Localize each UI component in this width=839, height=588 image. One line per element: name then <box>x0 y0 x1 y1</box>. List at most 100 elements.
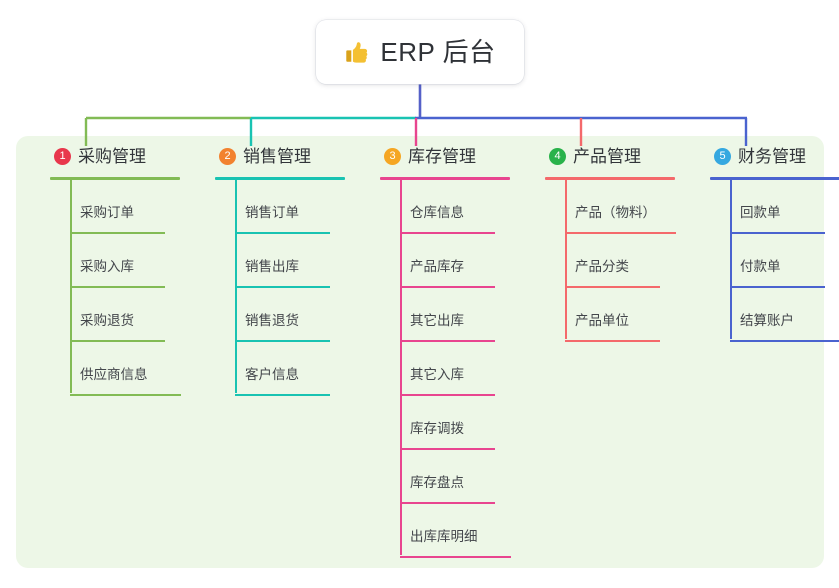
column-title: 采购管理 <box>78 147 146 166</box>
column-badge: 2 <box>219 148 236 165</box>
column-inventory: 3 库存管理 仓库信息 产品库存 其它出库 其它入库 <box>364 136 529 558</box>
list-item-label: 采购订单 <box>80 205 134 220</box>
list-item[interactable]: 供应商信息 <box>34 342 199 396</box>
column-sales: 2 销售管理 销售订单 销售出库 销售退货 客户信息 <box>199 136 364 396</box>
list-item-rule <box>235 232 330 234</box>
list-item-rule <box>400 556 511 558</box>
list-item[interactable]: 客户信息 <box>199 342 364 396</box>
list-item-rule <box>565 286 660 288</box>
list-item-label: 仓库信息 <box>410 205 464 220</box>
list-item-rule <box>400 502 495 504</box>
list-item-rule <box>400 286 495 288</box>
list-item-label: 库存盘点 <box>410 475 464 490</box>
list-item[interactable]: 产品分类 <box>529 234 694 288</box>
list-item[interactable]: 产品库存 <box>364 234 529 288</box>
column-badge: 5 <box>714 148 731 165</box>
column-title: 产品管理 <box>573 147 641 166</box>
list-item-rule <box>70 286 165 288</box>
list-item-label: 产品单位 <box>575 313 629 328</box>
list-item[interactable]: 库存盘点 <box>364 450 529 504</box>
column-badge: 3 <box>384 148 401 165</box>
list-item-rule <box>730 286 825 288</box>
list-item-rule <box>565 340 660 342</box>
list-item[interactable]: 销售订单 <box>199 180 364 234</box>
list-item-rule <box>400 448 495 450</box>
list-item-rule <box>400 394 495 396</box>
column-finance: 5 财务管理 回款单 付款单 结算账户 <box>694 136 839 342</box>
column-spine <box>730 177 732 339</box>
content-panel <box>16 136 824 568</box>
root-title-inner: ERP 后台 <box>344 39 495 65</box>
list-item-label: 销售订单 <box>245 205 299 220</box>
root-title-text: ERP 后台 <box>380 37 496 67</box>
column-header[interactable]: 3 库存管理 <box>364 136 529 177</box>
list-item-label: 销售退货 <box>245 313 299 328</box>
column-spine <box>400 177 402 555</box>
list-item-label: 出库库明细 <box>410 529 478 544</box>
list-item[interactable]: 其它出库 <box>364 288 529 342</box>
column-header[interactable]: 1 采购管理 <box>34 136 199 177</box>
list-item[interactable]: 销售退货 <box>199 288 364 342</box>
list-item-rule <box>400 340 495 342</box>
list-item-label: 付款单 <box>740 259 781 274</box>
list-item[interactable]: 采购入库 <box>34 234 199 288</box>
list-item[interactable]: 采购订单 <box>34 180 199 234</box>
column-title: 财务管理 <box>738 147 806 166</box>
column-header[interactable]: 2 销售管理 <box>199 136 364 177</box>
column-badge: 4 <box>549 148 566 165</box>
column-items: 采购订单 采购入库 采购退货 供应商信息 <box>34 177 199 396</box>
list-item[interactable]: 回款单 <box>694 180 839 234</box>
list-item-label: 结算账户 <box>740 313 794 328</box>
list-item[interactable]: 销售出库 <box>199 234 364 288</box>
column-spine <box>565 177 567 339</box>
thumbs-up-icon <box>346 42 368 63</box>
list-item-label: 采购退货 <box>80 313 134 328</box>
list-item-rule <box>400 232 495 234</box>
columns-container: 1 采购管理 采购订单 采购入库 采购退货 供应商信 <box>16 136 839 568</box>
list-item[interactable]: 付款单 <box>694 234 839 288</box>
column-title: 销售管理 <box>243 147 311 166</box>
list-item[interactable]: 产品单位 <box>529 288 694 342</box>
column-purchasing: 1 采购管理 采购订单 采购入库 采购退货 供应商信 <box>34 136 199 396</box>
list-item-label: 其它入库 <box>410 367 464 382</box>
list-item-label: 供应商信息 <box>80 367 148 382</box>
list-item[interactable]: 其它入库 <box>364 342 529 396</box>
list-item[interactable]: 产品（物料） <box>529 180 694 234</box>
column-spine <box>235 177 237 393</box>
list-item-rule <box>70 394 181 396</box>
column-items: 销售订单 销售出库 销售退货 客户信息 <box>199 177 364 396</box>
list-item-label: 产品（物料） <box>575 205 656 220</box>
list-item[interactable]: 采购退货 <box>34 288 199 342</box>
column-items: 回款单 付款单 结算账户 <box>694 177 839 342</box>
list-item-label: 采购入库 <box>80 259 134 274</box>
list-item-rule <box>235 394 330 396</box>
list-item-rule <box>730 232 825 234</box>
list-item-rule <box>235 286 330 288</box>
list-item-rule <box>70 340 165 342</box>
column-rule <box>545 177 675 180</box>
column-items: 产品（物料） 产品分类 产品单位 <box>529 177 694 342</box>
list-item-label: 其它出库 <box>410 313 464 328</box>
column-rule <box>50 177 180 180</box>
list-item-label: 销售出库 <box>245 259 299 274</box>
column-header[interactable]: 5 财务管理 <box>694 136 839 177</box>
list-item-rule <box>730 340 839 342</box>
list-item-rule <box>70 232 165 234</box>
column-spine <box>70 177 72 393</box>
root-title-card[interactable]: ERP 后台 <box>316 20 524 84</box>
column-rule <box>710 177 839 180</box>
column-rule <box>380 177 510 180</box>
list-item[interactable]: 出库库明细 <box>364 504 529 558</box>
column-items: 仓库信息 产品库存 其它出库 其它入库 库存调拨 <box>364 177 529 558</box>
list-item[interactable]: 结算账户 <box>694 288 839 342</box>
list-item-label: 产品分类 <box>575 259 629 274</box>
list-item-label: 回款单 <box>740 205 781 220</box>
column-header[interactable]: 4 产品管理 <box>529 136 694 177</box>
column-product: 4 产品管理 产品（物料） 产品分类 产品单位 <box>529 136 694 342</box>
list-item-label: 库存调拨 <box>410 421 464 436</box>
list-item[interactable]: 仓库信息 <box>364 180 529 234</box>
column-title: 库存管理 <box>408 147 476 166</box>
list-item[interactable]: 库存调拨 <box>364 396 529 450</box>
list-item-label: 产品库存 <box>410 259 464 274</box>
